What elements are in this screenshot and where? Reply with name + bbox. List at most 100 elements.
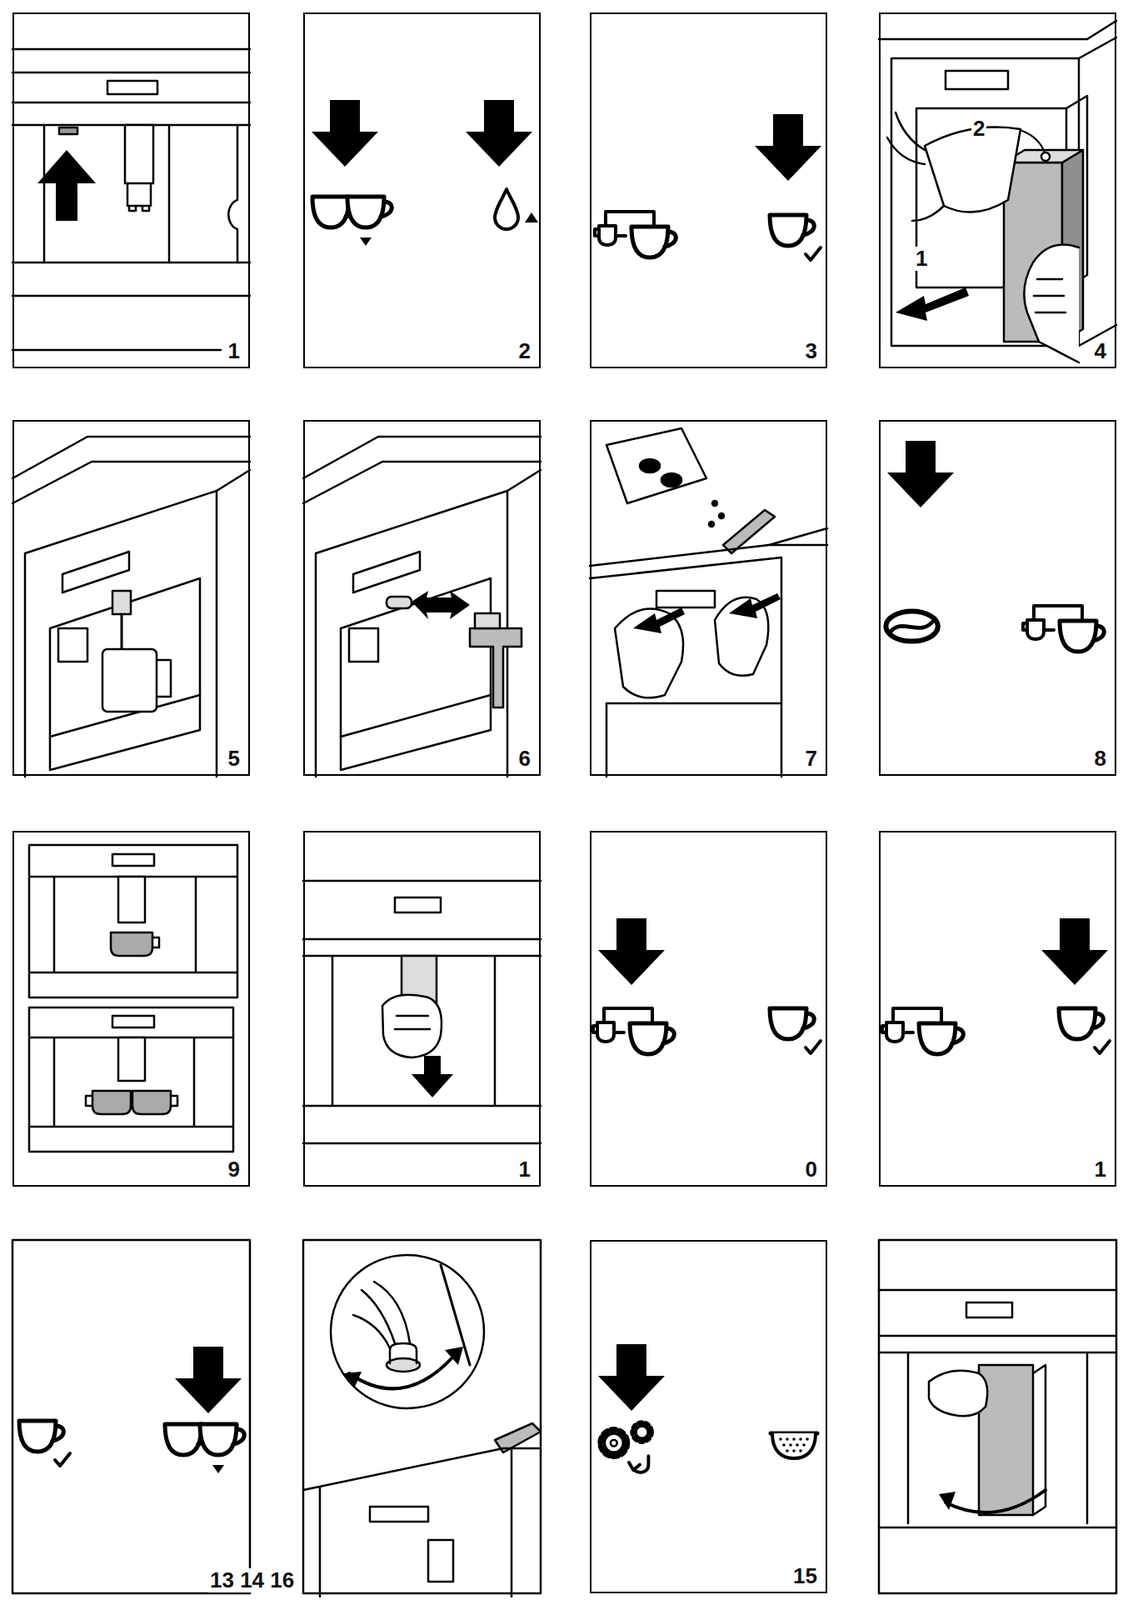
- grind-setting: [303, 1447, 541, 1597]
- icon-row: [19, 1346, 245, 1473]
- icon-row: [600, 1422, 653, 1473]
- outlet-adjust: [303, 955, 541, 1143]
- step-panel: 15: [589, 1239, 828, 1593]
- step-panel: 0: [589, 830, 828, 1187]
- bean-refill: [639, 459, 660, 473]
- step-panel: 5: [12, 419, 250, 776]
- step-number: 0: [805, 1157, 818, 1182]
- milk-spout-cup: [12, 436, 250, 777]
- water-tank-fill: [891, 37, 1117, 346]
- grind-setting: [349, 1356, 454, 1388]
- brew-unit-remove: [966, 1302, 1013, 1318]
- water-tank-fill: [878, 20, 1117, 363]
- icon-row: [598, 1343, 818, 1473]
- bean-refill: [718, 513, 724, 519]
- cup-under-outlet: [132, 1090, 171, 1114]
- step-number: 3: [805, 339, 818, 364]
- milk-spout-cup: [156, 659, 171, 697]
- machine-front: [127, 183, 151, 211]
- step-number: 2: [519, 339, 531, 364]
- icon-row: [594, 114, 822, 260]
- icon-row: [19, 1420, 70, 1466]
- icon-row: [593, 1008, 674, 1054]
- icon-row: [769, 1008, 821, 1054]
- icon-row: [494, 189, 539, 230]
- brew-unit-remove: [878, 1289, 1117, 1528]
- milk-spout-cup: [112, 590, 131, 614]
- outlet-adjust: [303, 880, 541, 939]
- icon-row: [885, 611, 938, 642]
- bean-refill: [606, 428, 707, 504]
- icon-row: [311, 99, 539, 246]
- grind-setting: [440, 1264, 470, 1365]
- cup-under-outlet: [29, 844, 238, 1152]
- outlet-adjust: [394, 897, 441, 913]
- step-number: 9: [228, 1157, 240, 1182]
- milk-spout-remove: [340, 694, 491, 737]
- step-number: 1: [519, 1157, 531, 1182]
- panel-border: [12, 1239, 250, 1593]
- panel-border: [878, 1239, 1117, 1593]
- water-tank-fill: [895, 287, 969, 321]
- brew-unit-remove: [928, 1370, 988, 1417]
- milk-spout-remove: [303, 436, 541, 504]
- step-number: 15: [793, 1563, 818, 1588]
- icon-row: [594, 211, 676, 258]
- water-tank-fill: [1041, 152, 1050, 161]
- icon-row: [882, 918, 1110, 1054]
- outlet-adjust: [411, 1055, 454, 1098]
- bean-refill: [589, 428, 828, 777]
- milk-spout-cup: [102, 648, 157, 712]
- step-panel: 2: [303, 12, 541, 369]
- milk-spout-remove: [474, 613, 500, 629]
- milk-spout-cup: [24, 469, 250, 777]
- grind-setting: [389, 1342, 417, 1363]
- cup-under-outlet: [112, 1015, 155, 1028]
- water-tank-fill: [878, 20, 1117, 40]
- icon-row: [465, 99, 533, 167]
- step-number: 5: [228, 746, 240, 771]
- step-number: 8: [1094, 746, 1107, 771]
- step-panel: 1: [303, 830, 541, 1187]
- step-panel: 4: [878, 12, 1117, 369]
- milk-spout-cup: [62, 551, 130, 593]
- cup-under-outlet: [118, 1037, 145, 1081]
- water-tank-fill: [887, 112, 944, 221]
- machine-front: [107, 80, 158, 95]
- bean-refill: [708, 521, 714, 527]
- outlet-adjust: [394, 1015, 430, 1029]
- grind-setting: [353, 1281, 410, 1348]
- bean-refill: [589, 528, 828, 566]
- brew-unit-remove: [878, 1289, 1117, 1336]
- brew-unit-remove: [878, 1526, 1117, 1529]
- water-tank-fill: [1023, 244, 1079, 363]
- icon-row: [1041, 918, 1109, 985]
- machine-front: [59, 127, 78, 135]
- milk-spout-remove: [303, 436, 541, 777]
- icon-row: [600, 1422, 653, 1473]
- step-number: 4: [1094, 339, 1107, 364]
- callout-number: 13 14 16: [208, 1567, 296, 1593]
- milk-spout-cup: [12, 436, 250, 504]
- icon-row: [887, 440, 954, 508]
- icon-row: [174, 1346, 242, 1413]
- step-number: 1: [228, 339, 240, 364]
- brew-unit-remove: [878, 1352, 1117, 1523]
- callout-number: 1: [913, 246, 929, 271]
- grind-setting: [386, 1357, 420, 1372]
- step-panel: 6: [303, 419, 541, 776]
- step-number: 6: [519, 746, 531, 771]
- machine-front: [12, 49, 250, 350]
- bean-refill: [661, 473, 682, 487]
- bean-refill: [606, 703, 782, 777]
- milk-spout-remove: [469, 628, 522, 708]
- icon-row: [312, 196, 392, 246]
- milk-spout-remove: [386, 596, 412, 609]
- step-panel: 9: [12, 830, 250, 1187]
- cup-under-outlet: [110, 932, 153, 956]
- grind-setting: [369, 1506, 429, 1522]
- step-number: 7: [805, 746, 818, 771]
- grind-setting: [303, 1254, 541, 1597]
